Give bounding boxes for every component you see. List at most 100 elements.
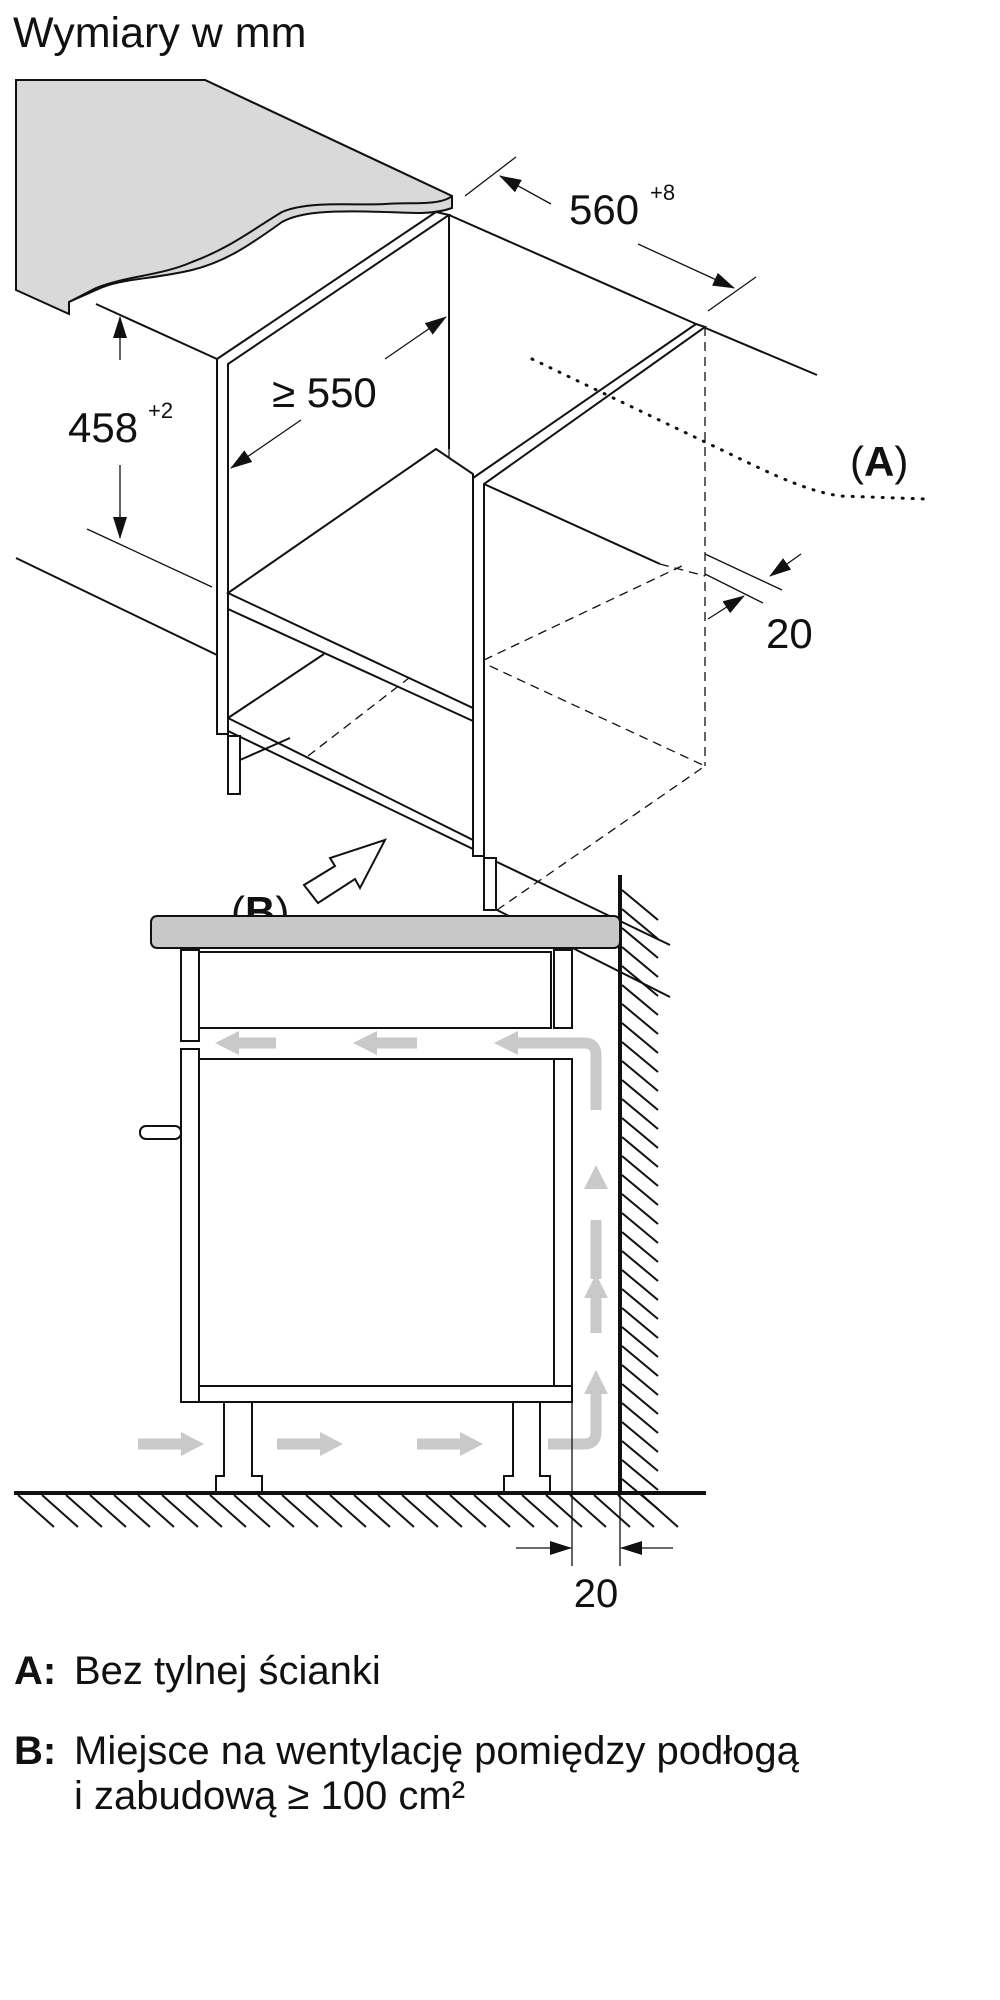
hatch-line — [621, 927, 659, 959]
dimension-width: 560 +8 — [464, 156, 757, 312]
hatch-line — [621, 1250, 659, 1282]
hatch-line — [425, 1494, 463, 1528]
ventilation-arrow-icon — [302, 838, 388, 905]
hatch-line — [449, 1494, 487, 1528]
hatch-line — [621, 1098, 659, 1130]
hatch-line — [161, 1494, 199, 1528]
hatch-line — [621, 1003, 659, 1035]
hatch-line — [641, 1494, 679, 1528]
hatch-line — [593, 1494, 631, 1528]
hatch-line — [621, 1136, 659, 1168]
bottom-panel — [227, 716, 474, 851]
legend-key-a: A: — [14, 1649, 56, 1693]
hatch-line — [65, 1494, 103, 1528]
legend-text-b-line1: Miejsce na wentylację pomiędzy podłogą — [74, 1729, 800, 1773]
hatch-line — [621, 1117, 659, 1149]
hatch-line — [621, 1193, 659, 1225]
hatch-line — [621, 1421, 659, 1453]
hatch-line — [621, 1079, 659, 1111]
hatch-line — [621, 1212, 659, 1244]
hatch-line — [621, 1041, 659, 1073]
hatch-line — [621, 984, 659, 1016]
hatch-line — [621, 1269, 659, 1301]
hatch-line — [621, 1440, 659, 1472]
dimension-gap-top: 20 — [704, 553, 813, 657]
hatch-line — [305, 1494, 343, 1528]
hatch-line — [17, 1494, 55, 1528]
leg-front — [215, 1401, 263, 1493]
knob — [139, 1125, 182, 1140]
floor-hatching — [17, 1494, 679, 1528]
hatch-line — [209, 1494, 247, 1528]
airflow-arrows — [138, 1031, 608, 1456]
depth-value: ≥ 550 — [272, 369, 377, 416]
bottom-plank — [198, 1385, 573, 1403]
right-side-panel — [472, 322, 708, 857]
hatch-line — [137, 1494, 175, 1528]
upper-right-panel — [553, 949, 573, 1029]
side-section-view: 20 — [14, 875, 706, 1616]
hatch-line — [621, 908, 659, 940]
hatch-line — [329, 1494, 367, 1528]
gap-top-value: 20 — [766, 610, 813, 657]
hatch-line — [621, 1459, 659, 1491]
shelf — [226, 447, 474, 710]
wall-hatching — [621, 889, 659, 1510]
hatch-line — [41, 1494, 79, 1528]
hatch-line — [621, 1383, 659, 1415]
hatch-line — [113, 1494, 151, 1528]
hatch-line — [569, 1494, 607, 1528]
hatch-line — [621, 1022, 659, 1054]
height-value: 458 — [68, 404, 138, 451]
gap-side-value: 20 — [574, 1572, 619, 1616]
hatch-line — [621, 1231, 659, 1263]
dimension-depth: ≥ 550 — [230, 316, 447, 469]
hatch-line — [473, 1494, 511, 1528]
hatch-line — [621, 1402, 659, 1434]
hatch-line — [621, 965, 659, 997]
upper-left-panel — [180, 949, 200, 1042]
countertop — [15, 79, 453, 316]
left-side-panel — [216, 210, 452, 735]
height-tolerance: +2 — [148, 398, 173, 423]
hatch-line — [353, 1494, 391, 1528]
label-a: (A) — [850, 438, 908, 485]
hatch-line — [621, 1155, 659, 1187]
hatch-line — [621, 889, 659, 921]
appliance-box — [198, 1058, 555, 1387]
page-title: Wymiary w mm — [13, 9, 306, 57]
hatch-line — [521, 1494, 559, 1528]
leg-back — [503, 1401, 551, 1493]
hatch-line — [185, 1494, 223, 1528]
width-tolerance: +8 — [650, 180, 675, 205]
isometric-view: 560 +8 ≥ 550 458 +2 20 (A) (B) — [15, 79, 928, 998]
hatch-line — [497, 1494, 535, 1528]
drawer-front — [198, 951, 552, 1029]
lower-right-panel — [553, 1058, 573, 1387]
hatch-line — [621, 1060, 659, 1092]
hatch-line — [621, 946, 659, 978]
countertop-section — [150, 915, 621, 949]
hatch-line — [545, 1494, 583, 1528]
dimension-gap-side: 20 — [516, 1402, 673, 1616]
hatch-line — [401, 1494, 439, 1528]
leg-left — [227, 735, 241, 795]
hatch-line — [233, 1494, 271, 1528]
legend: A: Bez tylnej ścianki B: Miejsce na went… — [14, 1649, 800, 1818]
legend-text-b-line2: i zabudową ≥ 100 cm² — [74, 1774, 465, 1818]
legend-text-a: Bez tylnej ścianki — [74, 1649, 381, 1693]
hatch-line — [621, 1326, 659, 1358]
leg-right — [483, 857, 497, 911]
hatch-line — [89, 1494, 127, 1528]
hatch-line — [621, 1345, 659, 1377]
hatch-line — [621, 1364, 659, 1396]
hatch-line — [257, 1494, 295, 1528]
hatch-line — [621, 1307, 659, 1339]
hatch-line — [621, 1288, 659, 1320]
hatch-line — [621, 1174, 659, 1206]
hatch-line — [281, 1494, 319, 1528]
hatch-line — [617, 1494, 655, 1528]
width-value: 560 — [569, 186, 639, 233]
dimension-height: 458 +2 — [68, 316, 213, 588]
